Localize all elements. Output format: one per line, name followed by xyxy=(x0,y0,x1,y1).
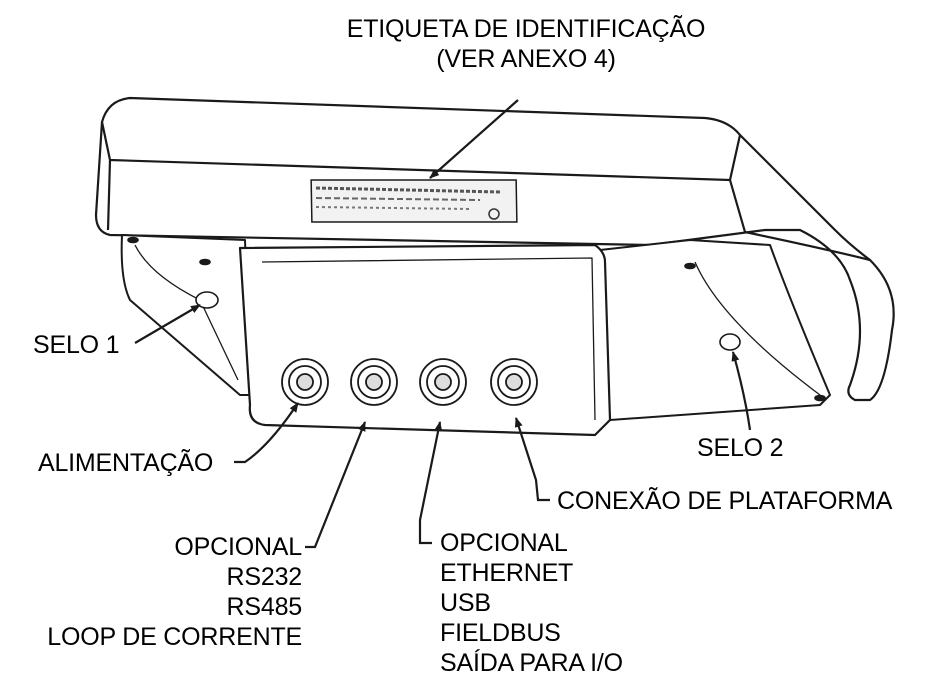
cable-glands xyxy=(281,358,538,406)
gland-platform xyxy=(490,358,538,406)
right-bracket-inner xyxy=(694,261,821,396)
label-opcional-serial-line3: RS485 xyxy=(226,593,303,621)
leader-opcional-right xyxy=(418,421,443,545)
seal-points xyxy=(127,236,826,402)
leader-opcional-left xyxy=(305,421,367,549)
label-opcional-network-line1: OPCIONAL xyxy=(440,529,568,557)
gland-optional-network xyxy=(419,358,467,406)
gland-optional-serial xyxy=(350,358,398,406)
identification-plate xyxy=(310,179,518,223)
leader-selo1 xyxy=(134,304,201,344)
label-etiqueta-line1: ETIQUETA DE IDENTIFICAÇÃO xyxy=(346,15,706,43)
leader-lines xyxy=(134,99,752,549)
leader-conexao xyxy=(514,417,550,502)
housing-right-edge xyxy=(744,230,871,262)
label-etiqueta: ETIQUETA DE IDENTIFICAÇÃO (VER ANEXO 4) xyxy=(316,14,736,74)
label-opcional-network: OPCIONAL ETHERNET USB FIELDBUS SAÍDA PAR… xyxy=(440,528,623,678)
label-opcional-network-line2: ETHERNET xyxy=(440,559,574,587)
label-opcional-serial-line4: LOOP DE CORRENTE xyxy=(47,623,302,651)
label-opcional-serial-line1: OPCIONAL xyxy=(174,533,302,561)
brackets xyxy=(120,234,831,421)
housing-front-edge xyxy=(106,159,112,231)
right-bracket xyxy=(599,239,831,421)
housing-corner-edge xyxy=(728,179,747,233)
leader-etiqueta xyxy=(429,99,519,179)
label-opcional-network-line5: SAÍDA PARA I/O xyxy=(440,649,623,677)
label-opcional-serial-line2: RS232 xyxy=(226,563,303,591)
gland-power xyxy=(281,358,329,406)
label-etiqueta-line2: (VER ANEXO 4) xyxy=(436,45,616,73)
leader-selo2 xyxy=(731,351,752,431)
leader-alimentacao xyxy=(234,402,299,464)
left-bracket xyxy=(120,234,251,396)
label-opcional-serial: OPCIONAL RS232 RS485 LOOP DE CORRENTE xyxy=(20,532,302,652)
seal-1-hole xyxy=(195,291,219,309)
housing-top-face xyxy=(94,96,895,402)
seal-2-hole xyxy=(719,333,741,351)
housing-top-ridge xyxy=(100,121,742,182)
label-selo-1: SELO 1 xyxy=(33,331,120,359)
housing-body xyxy=(94,96,895,402)
label-conexao-plataforma: CONEXÃO DE PLATAFORMA xyxy=(557,487,893,515)
label-opcional-network-line4: FIELDBUS xyxy=(440,619,561,647)
label-selo-2: SELO 2 xyxy=(697,434,784,462)
label-alimentacao: ALIMENTAÇÃO xyxy=(38,449,214,477)
label-opcional-network-line3: USB xyxy=(440,589,491,617)
